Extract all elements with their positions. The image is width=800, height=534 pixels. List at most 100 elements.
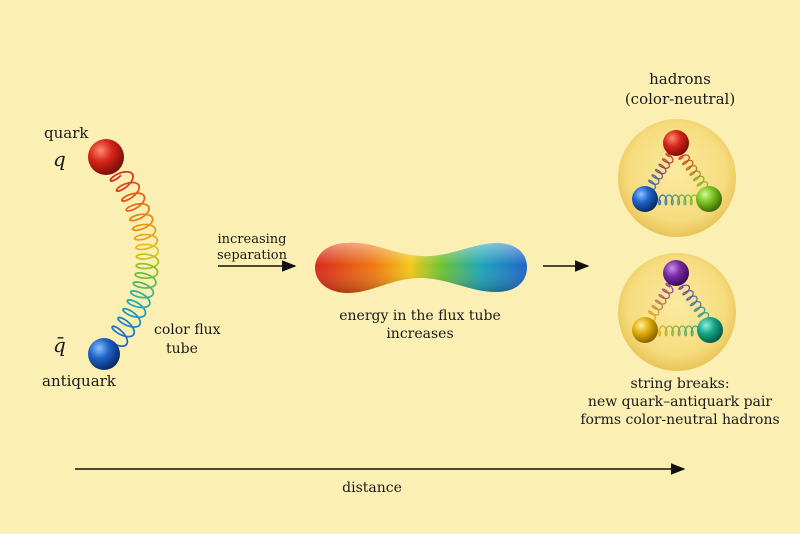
gluon-spring-segment (655, 176, 658, 179)
gluon-spring-segment (662, 165, 665, 168)
gluon-spring-segment (700, 183, 702, 185)
gluon-spring-segment (697, 177, 699, 179)
gluon-spring-segment (697, 307, 700, 310)
gluon-spring-segment (697, 308, 699, 311)
gluon-spring-segment (659, 302, 662, 304)
hadron2-teal-quark (697, 317, 723, 343)
antiquark-sphere (88, 338, 120, 370)
string-breaks-line2: new quark–antiquark pair (588, 394, 772, 410)
gluon-spring-segment (670, 155, 672, 158)
gluon-spring-segment (655, 307, 658, 309)
gluon-spring-segment (685, 292, 687, 295)
gluon-spring-segment (653, 313, 655, 316)
gluon-spring-segment (700, 182, 703, 185)
gluon-spring-segment (652, 313, 655, 315)
gluon-spring-segment (665, 159, 667, 162)
gluon-spring-segment (693, 172, 695, 174)
gluon-spring-segment (658, 170, 661, 173)
gluon-spring-segment (656, 308, 659, 310)
hadron2-purple-quark (663, 260, 689, 286)
gluon-spring-segment (689, 167, 691, 169)
gluon-spring-segment (682, 156, 684, 158)
gluon-spring-segment (693, 302, 696, 305)
gluon-spring-segment (663, 166, 665, 168)
gluon-spring-segment (692, 172, 695, 175)
gluon-spring-segment (661, 295, 664, 298)
distance-label: distance (342, 480, 402, 496)
gluon-spring-segment (669, 284, 671, 287)
gluon-spring-segment (685, 162, 687, 164)
hadrons-title-line2: (color-neutral) (625, 90, 735, 108)
gluon-spring-segment (654, 306, 657, 308)
flux-tube-spring (109, 170, 160, 347)
quark-label: quark (44, 124, 89, 142)
gluon-spring-segment (669, 154, 671, 157)
hadrons-title-line1: hadrons (649, 70, 711, 88)
gluon-spring-segment (665, 289, 667, 292)
gluon-spring-segment (665, 160, 668, 162)
gluon-spring-segment (701, 313, 704, 316)
gluon-spring-segment (700, 314, 703, 316)
gluon-spring-segment (661, 165, 664, 167)
gluon-spring-segment (659, 171, 661, 173)
gluon-spring-segment (665, 290, 668, 292)
hadron-gluon-springs (647, 152, 710, 337)
energy-label-line2: increases (386, 326, 453, 342)
quark-symbol: q (53, 147, 66, 171)
gluon-spring-segment (681, 156, 684, 159)
gluon-spring-segment (652, 312, 654, 315)
gluon-spring-segment (685, 161, 688, 164)
gluon-spring-segment (667, 161, 669, 163)
gluon-spring-segment (669, 285, 672, 287)
gluon-spring-segment (670, 286, 673, 289)
gluon-spring-segment (686, 161, 688, 163)
gluon-spring-segment (662, 296, 665, 298)
energy-label-line1: energy in the flux tube (339, 308, 501, 324)
gluon-spring-segment (690, 297, 692, 299)
stretched-flux-tube (315, 242, 527, 293)
gluon-spring-segment (651, 311, 653, 314)
gluon-spring-segment (659, 301, 661, 304)
antiquark-label: antiquark (42, 372, 117, 390)
gluon-spring-segment (667, 291, 669, 294)
gluon-spring-segment (660, 303, 662, 305)
gluon-spring-segment (689, 297, 691, 300)
gluon-spring-segment (654, 175, 657, 178)
gluon-spring-segment (666, 290, 669, 293)
gluon-spring-segment (696, 309, 699, 311)
gluon-spring-segment (655, 306, 657, 309)
gluon-spring-segment (669, 155, 672, 157)
flux-tube-label-line1: color flux (154, 322, 221, 338)
gluon-spring-segment (658, 301, 661, 303)
gluon-spring-segment (686, 291, 688, 293)
gluon-spring-segment (685, 292, 688, 294)
gluon-spring-segment (693, 171, 696, 174)
gluon-spring-segment (670, 285, 672, 288)
gluon-spring-segment (689, 166, 692, 169)
gluon-spring-segment (652, 181, 654, 184)
flux-tube-label-line2: tube (166, 341, 198, 357)
gluon-spring-segment (663, 296, 665, 299)
hadron2-yellow-quark (632, 317, 658, 343)
gluon-spring-segment (653, 182, 655, 185)
gluon-spring-segment (651, 181, 653, 183)
hadron1-blue-quark (632, 186, 658, 212)
gluon-spring-segment (655, 176, 657, 178)
string-breaks-line3: forms color-neutral hadrons (580, 412, 779, 428)
gluon-spring-segment (682, 286, 684, 288)
separation-label-line2: separation (217, 248, 288, 263)
gluon-spring-segment (652, 182, 655, 184)
gluon-spring-segment (666, 160, 669, 163)
separation-label-line1: increasing (218, 232, 287, 247)
gluon-spring-segment (656, 177, 659, 179)
gluon-spring-segment (659, 171, 662, 174)
gluon-spring-segment (696, 178, 698, 180)
gluon-spring-segment (693, 303, 695, 305)
hadron1-red-quark (663, 130, 689, 156)
gluon-spring-segment (681, 286, 684, 289)
gluon-spring-segment (694, 302, 696, 304)
gluon-spring-segment (663, 166, 666, 169)
hadron1-green-quark (696, 186, 722, 212)
quark-sphere (88, 139, 124, 175)
